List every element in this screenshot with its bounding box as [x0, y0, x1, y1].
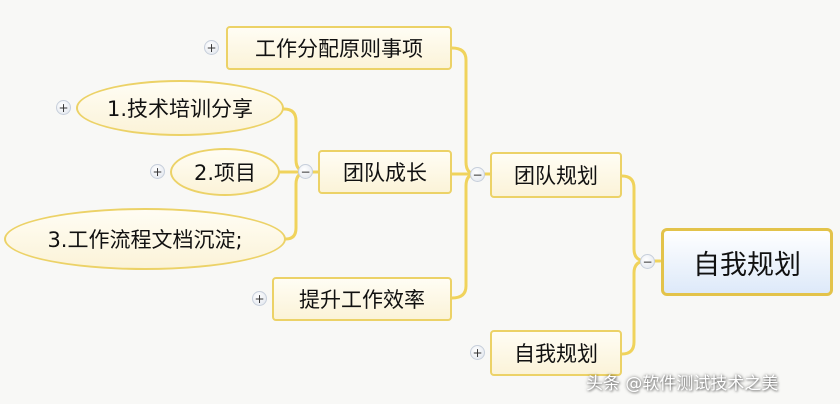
team-plan-node[interactable]: 团队规划 [490, 152, 622, 198]
connector-central-to-team-plan [620, 174, 662, 263]
central-node-label: 自我规划 [693, 249, 801, 281]
training-node[interactable]: 1.技术培训分享 [76, 80, 284, 136]
docs-label: 3.工作流程文档沉淀; [47, 228, 243, 252]
connector-growth-to-docs [284, 170, 310, 241]
self-plan-label: 自我规划 [514, 342, 598, 366]
self-plan-node[interactable]: 自我规划 [490, 330, 622, 376]
work-allocation-expand-toggle[interactable]: + [204, 40, 219, 55]
training-label: 1.技术培训分享 [106, 97, 254, 121]
self-plan-expand-toggle[interactable]: + [470, 345, 485, 360]
team-growth-label: 团队成长 [343, 161, 427, 185]
efficiency-node[interactable]: 提升工作效率 [272, 277, 452, 321]
work-allocation-label: 工作分配原则事项 [255, 37, 423, 61]
project-node[interactable]: 2.项目 [170, 148, 280, 196]
efficiency-label: 提升工作效率 [299, 288, 425, 312]
work-allocation-node[interactable]: 工作分配原则事项 [226, 26, 452, 70]
team-growth-collapse-toggle[interactable]: − [298, 164, 313, 179]
efficiency-expand-toggle[interactable]: + [252, 291, 267, 306]
connector-central-to-self-plan [620, 259, 648, 356]
central-collapse-toggle[interactable]: − [640, 254, 655, 269]
team-plan-label: 团队规划 [514, 164, 598, 188]
project-expand-toggle[interactable]: + [150, 164, 165, 179]
team-growth-node[interactable]: 团队成长 [318, 150, 452, 194]
team-plan-collapse-toggle[interactable]: − [470, 167, 485, 182]
central-node[interactable]: 自我规划 [661, 228, 833, 296]
connector-team-plan-to-efficiency [450, 172, 478, 300]
connector-team-plan-to-allocation [450, 46, 492, 176]
project-label: 2.项目 [193, 161, 257, 185]
docs-node[interactable]: 3.工作流程文档沉淀; [4, 208, 286, 270]
watermark-text: 头条 @软件测试技术之美 [586, 374, 779, 394]
training-expand-toggle[interactable]: + [56, 100, 71, 115]
connector-growth-to-training [282, 107, 320, 174]
